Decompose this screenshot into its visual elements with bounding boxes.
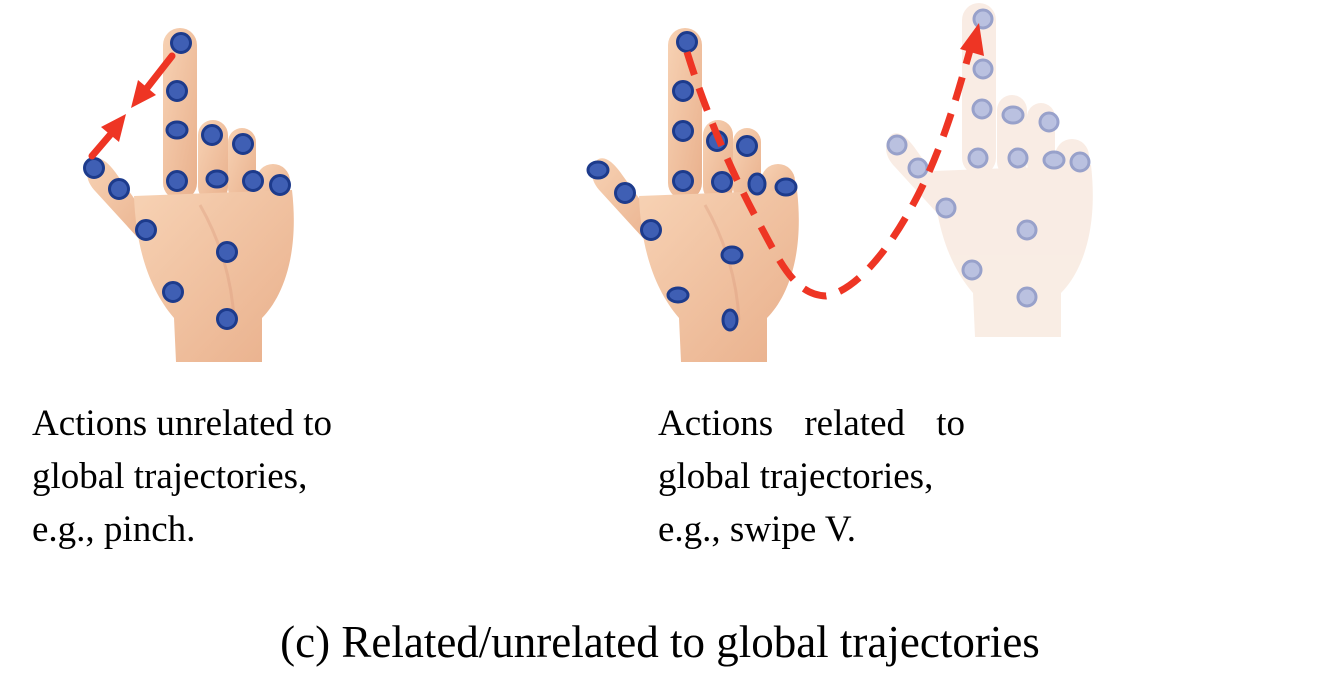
- caption-line: e.g., pinch.: [32, 509, 196, 550]
- keypoint: [108, 178, 130, 200]
- keypoint: [135, 219, 157, 241]
- keypoint: [721, 308, 739, 332]
- caption-line: global trajectories,: [32, 456, 308, 497]
- caption-line: Actions related to: [658, 403, 966, 444]
- keypoint: [201, 124, 223, 146]
- caption-line: global trajectories,: [658, 456, 934, 497]
- keypoint: [672, 120, 694, 142]
- arrowhead: [131, 80, 156, 108]
- keypoint: [672, 170, 694, 192]
- arrowhead: [960, 23, 984, 56]
- keypoint: [170, 32, 192, 54]
- keypoint: [666, 286, 690, 304]
- keypoint: [967, 147, 989, 169]
- keypoint: [205, 169, 229, 189]
- keypoint: [1001, 105, 1025, 125]
- right-hand-keypoints: [586, 31, 798, 332]
- keypoint: [1042, 150, 1066, 170]
- keypoint: [676, 31, 698, 53]
- keypoint: [1016, 286, 1038, 308]
- keypoint: [1038, 111, 1060, 133]
- keypoint: [720, 245, 744, 265]
- keypoint: [672, 80, 694, 102]
- keypoint: [1069, 151, 1091, 173]
- pinch-arrow-index-down: [143, 52, 176, 92]
- keypoint: [736, 135, 758, 157]
- keypoint: [1016, 219, 1038, 241]
- keypoint: [614, 182, 636, 204]
- caption-unrelated-actions: Actions unrelated to global trajectories…: [32, 397, 332, 556]
- swipe-v-trajectory: [683, 23, 984, 300]
- keypoint: [232, 133, 254, 155]
- arrowhead: [101, 114, 126, 142]
- keypoint: [216, 241, 238, 263]
- keypoint: [971, 98, 993, 120]
- keypoint: [165, 120, 189, 140]
- keypoint: [216, 308, 238, 330]
- keypoint: [774, 177, 798, 197]
- subfigure-caption: (c) Related/unrelated to global trajecto…: [280, 617, 1040, 667]
- keypoint: [166, 170, 188, 192]
- keypoint: [961, 259, 983, 281]
- keypoint: [269, 174, 291, 196]
- keypoint: [162, 281, 184, 303]
- keypoint: [1007, 147, 1029, 169]
- keypoint: [972, 8, 994, 30]
- keypoint: [640, 219, 662, 241]
- ghost-hand-keypoints: [886, 8, 1091, 308]
- keypoint: [83, 157, 105, 179]
- keypoint: [711, 171, 733, 193]
- pinch-arrows: [88, 52, 176, 160]
- caption-related-actions: Actions related to global trajectories, …: [658, 397, 965, 556]
- caption-line: e.g., swipe V.: [658, 509, 857, 550]
- keypoint: [586, 160, 610, 180]
- caption-line: Actions unrelated to: [32, 403, 333, 444]
- keypoint: [166, 80, 188, 102]
- keypoint: [972, 58, 994, 80]
- left-hand-keypoints: [83, 32, 291, 330]
- keypoint: [886, 134, 908, 156]
- keypoint: [907, 157, 929, 179]
- pinch-arrow-thumb-up: [88, 131, 114, 160]
- keypoint: [935, 197, 957, 219]
- keypoint: [242, 170, 264, 192]
- keypoint: [747, 172, 767, 196]
